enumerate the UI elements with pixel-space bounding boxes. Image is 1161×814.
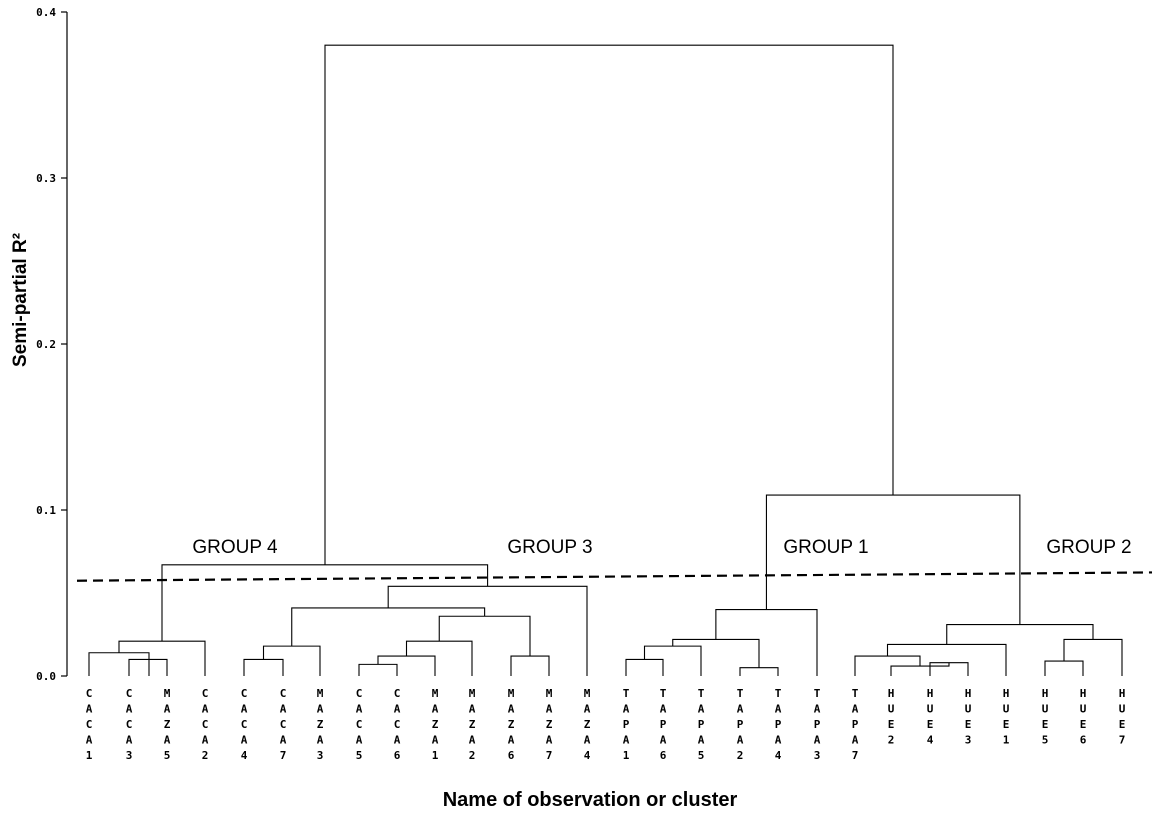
group-label: GROUP 4 xyxy=(192,537,278,558)
link xyxy=(387,585,588,676)
link xyxy=(291,607,486,647)
cut-line xyxy=(76,571,1153,582)
x-axis-label: Name of observation or cluster xyxy=(443,789,738,811)
group-label: GROUP 3 xyxy=(507,537,592,558)
link xyxy=(262,645,321,676)
link xyxy=(625,658,664,676)
link xyxy=(324,44,894,565)
link xyxy=(88,652,150,676)
link xyxy=(377,655,436,676)
link xyxy=(946,623,1094,645)
y-tick-label: 0.4 xyxy=(36,6,56,19)
link xyxy=(765,494,1021,625)
link xyxy=(715,609,818,676)
link xyxy=(118,640,206,676)
link xyxy=(643,645,702,676)
link xyxy=(358,663,398,676)
link xyxy=(510,655,550,676)
link xyxy=(739,667,779,676)
link xyxy=(1063,638,1123,676)
group-label: GROUP 2 xyxy=(1046,537,1131,558)
group-label: GROUP 1 xyxy=(783,537,868,558)
y-tick-label: 0.1 xyxy=(36,504,56,517)
link xyxy=(128,658,168,676)
y-tick-label: 0.0 xyxy=(36,670,56,683)
y-tick-label: 0.3 xyxy=(36,172,56,185)
link xyxy=(672,638,760,668)
link xyxy=(405,640,473,676)
y-axis-label: Semi-partial R² xyxy=(10,233,31,367)
link xyxy=(1044,660,1084,676)
y-tick-label: 0.2 xyxy=(36,338,56,351)
link xyxy=(243,658,284,676)
link xyxy=(886,643,1007,676)
link xyxy=(438,615,531,657)
